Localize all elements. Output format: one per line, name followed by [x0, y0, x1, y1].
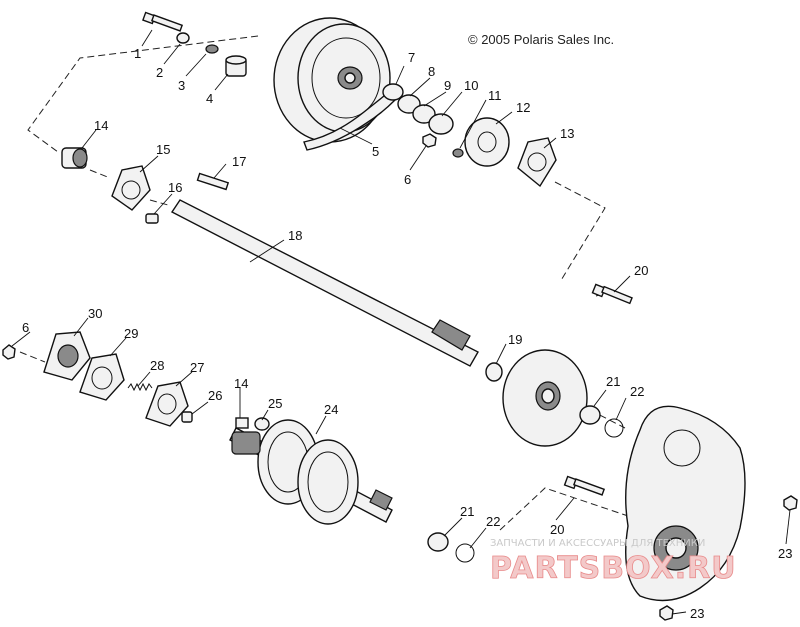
part-20-bolt-upper	[591, 283, 633, 305]
label-7: 7	[408, 50, 415, 65]
label-22-upper: 22	[630, 384, 644, 399]
part-23-nut-bottom	[659, 605, 674, 621]
label-14-upper: 14	[94, 118, 108, 133]
label-3: 3	[178, 78, 185, 93]
label-6-upper: 6	[404, 172, 411, 187]
part-brake-disc	[502, 349, 588, 447]
label-6-left: 6	[22, 320, 29, 335]
part-6-nut-left	[2, 344, 16, 360]
label-8: 8	[428, 64, 435, 79]
part-7-ring	[382, 83, 404, 101]
part-28-spring	[127, 382, 153, 392]
label-15: 15	[156, 142, 170, 157]
label-19: 19	[508, 332, 522, 347]
part-10-ring	[428, 113, 454, 135]
part-4-bushing	[225, 55, 247, 77]
part-16-bolt	[145, 213, 159, 224]
label-28: 28	[150, 358, 164, 373]
part-upper-sprocket	[273, 17, 391, 143]
part-26-plug	[181, 411, 193, 423]
part-20-bolt-lower	[563, 475, 606, 496]
label-2: 2	[156, 65, 163, 80]
watermark-tagline: ЗАПЧАСТИ И АКСЕССУАРЫ ДЛЯ ТЕХНИКИ	[490, 538, 705, 549]
label-23-bottom: 23	[690, 606, 704, 621]
part-15-flange	[111, 165, 151, 211]
part-14-bearing-lower	[235, 417, 249, 429]
label-10: 10	[464, 78, 478, 93]
label-25: 25	[268, 396, 282, 411]
label-11: 11	[488, 88, 502, 103]
label-9: 9	[444, 78, 451, 93]
label-21-lower: 21	[460, 504, 474, 519]
part-14-bearing-upper	[61, 147, 88, 169]
part-1-bolt	[142, 11, 184, 32]
callout-labels: 1 2 3 4 5 6 7 8 9 10 11 12 13 14 15 16 1…	[22, 46, 792, 621]
part-chaincase-housing	[625, 405, 746, 602]
label-30: 30	[88, 306, 102, 321]
leader-lines	[11, 29, 791, 615]
part-6-nut-upper	[422, 133, 437, 148]
part-17-key	[196, 172, 230, 191]
part-21-bushing-lower	[427, 532, 449, 552]
label-13: 13	[560, 126, 574, 141]
label-17: 17	[232, 154, 246, 169]
label-20-lower: 20	[550, 522, 564, 537]
part-24-clutch-assembly	[229, 419, 393, 525]
label-14-lower: 14	[234, 376, 248, 391]
part-3-washer	[205, 44, 219, 54]
label-5: 5	[372, 144, 379, 159]
part-18-shaft	[170, 199, 479, 367]
label-21-upper: 21	[606, 374, 620, 389]
part-25-spacer	[254, 417, 270, 431]
copyright-text: © 2005 Polaris Sales Inc.	[468, 32, 614, 47]
part-11-washer	[452, 148, 464, 158]
label-22-lower: 22	[486, 514, 500, 529]
label-20-upper: 20	[634, 263, 648, 278]
watermark: ЗАПЧАСТИ И АКСЕССУАРЫ ДЛЯ ТЕХНИКИ PARTSB…	[490, 538, 737, 586]
label-1: 1	[134, 46, 141, 61]
part-30-flange	[43, 331, 91, 381]
part-13-flange	[517, 137, 557, 188]
part-29-gasket	[79, 353, 125, 401]
part-19-ring	[485, 362, 503, 382]
label-27: 27	[190, 360, 204, 375]
part-12-plate	[464, 117, 510, 167]
part-21-bushing-upper	[579, 405, 601, 425]
label-18: 18	[288, 228, 302, 243]
label-29: 29	[124, 326, 138, 341]
part-23-nut-right	[783, 495, 798, 511]
label-23-right: 23	[778, 546, 792, 561]
label-16: 16	[168, 180, 182, 195]
part-9-ring	[412, 104, 436, 124]
part-2-washer	[176, 32, 190, 44]
label-12: 12	[516, 100, 530, 115]
part-22-seal-upper	[604, 418, 624, 438]
label-4: 4	[206, 91, 213, 106]
label-24: 24	[324, 402, 338, 417]
label-26: 26	[208, 388, 222, 403]
watermark-brand: PARTSBOX.RU	[490, 551, 737, 586]
part-27-flange	[145, 381, 189, 427]
part-22-seal-lower	[455, 543, 475, 563]
